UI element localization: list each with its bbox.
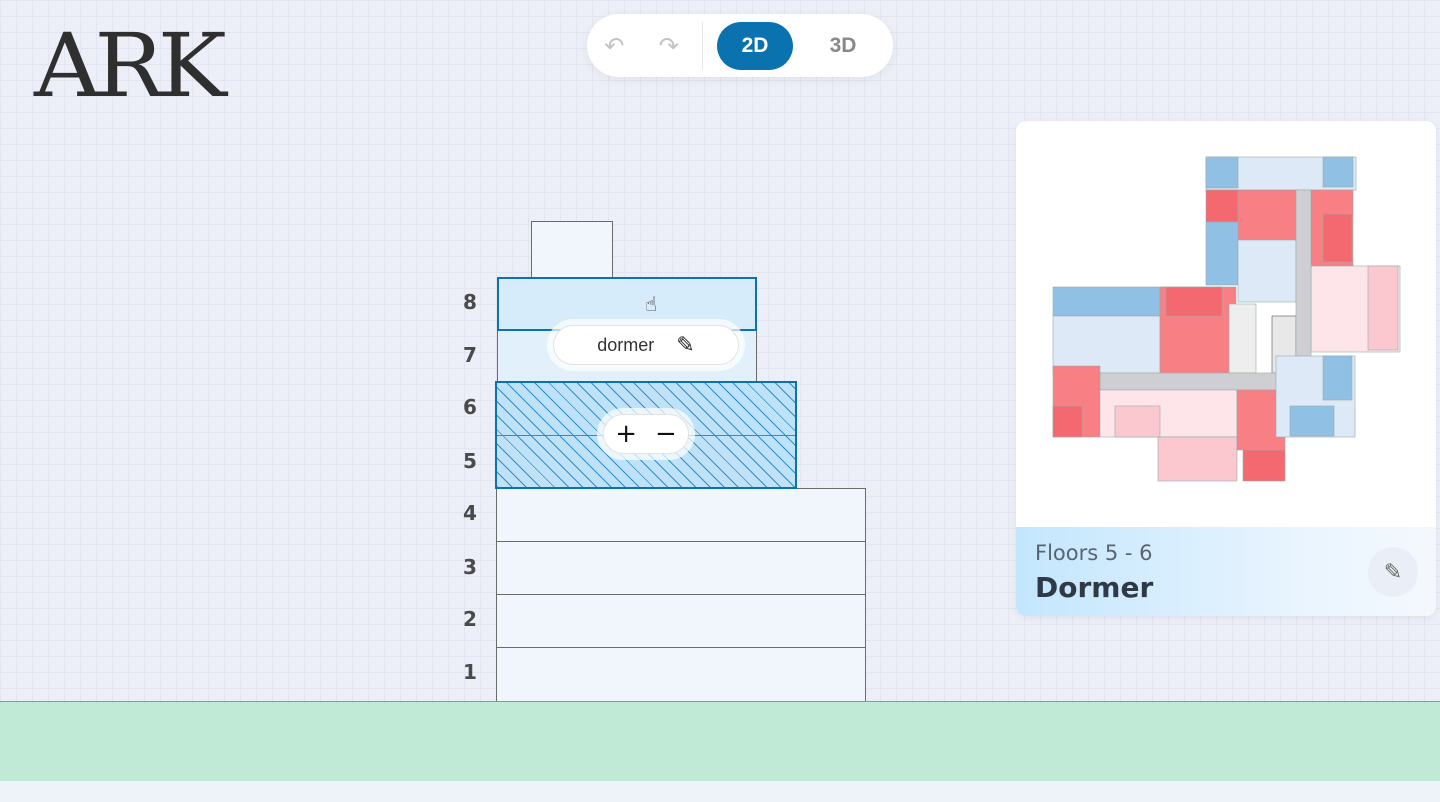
block-name-label: dormer [597, 334, 655, 355]
view-3d-button[interactable]: 3D [829, 33, 857, 57]
edit-button[interactable]: ✎ [1368, 547, 1418, 597]
card-subtitle: Floors 5 - 6 [1035, 541, 1153, 565]
floor-1[interactable] [496, 647, 866, 702]
toolbar-divider [702, 21, 704, 70]
redo-icon[interactable]: ↷ [658, 31, 679, 60]
floor-label: 4 [463, 501, 477, 525]
floor-label: 2 [463, 607, 477, 631]
floor-label: 1 [463, 660, 477, 684]
floor-label: 7 [463, 343, 477, 367]
floor-stepper: + − [603, 414, 689, 454]
floor-4[interactable] [496, 488, 866, 542]
floor-2[interactable] [496, 594, 866, 648]
view-toolbar: ↶ ↷ 2D 3D [587, 14, 893, 77]
card-title: Dormer [1035, 571, 1154, 604]
block-name-pill[interactable]: dormer ✎ [553, 325, 739, 365]
undo-icon[interactable]: ↶ [604, 31, 625, 60]
view-2d-button[interactable]: 2D [717, 21, 794, 70]
pencil-icon[interactable]: ✎ [676, 332, 695, 358]
floor-3[interactable] [496, 541, 866, 595]
floor-8[interactable] [497, 277, 757, 331]
hand-cursor-icon: ☝ [645, 292, 658, 316]
floor-label: 8 [463, 290, 477, 314]
add-floor-button[interactable]: + [615, 419, 637, 449]
ground-base [0, 781, 1440, 802]
pencil-icon: ✎ [1383, 559, 1403, 585]
floor-label: 6 [463, 395, 477, 419]
roof-structure[interactable] [531, 221, 613, 278]
remove-floor-button[interactable]: − [655, 419, 677, 449]
card-footer: Floors 5 - 6 Dormer ✎ [1016, 527, 1436, 616]
floor-plan-image [1052, 156, 1401, 482]
floor-block-card[interactable]: Floors 5 - 6 Dormer ✎ [1016, 121, 1436, 616]
ground [0, 701, 1440, 781]
floor-label: 3 [463, 555, 477, 579]
ark-logo: ARK [34, 14, 227, 117]
floor-label: 5 [463, 449, 477, 473]
